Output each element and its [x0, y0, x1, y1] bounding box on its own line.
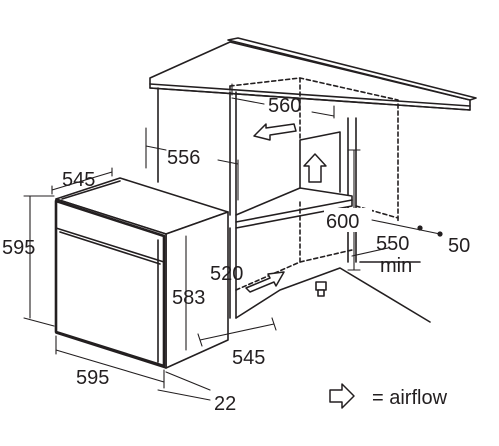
dim-583: 583 [172, 235, 205, 351]
dim-label-595-height: 595 [2, 237, 35, 259]
airflow-arrow-bottom [245, 271, 285, 293]
dim-label-600: 600 [326, 211, 359, 233]
legend-label: = airflow [372, 387, 448, 409]
dim-label-556: 556 [167, 147, 200, 169]
dim-560: 560 [231, 83, 335, 119]
dim-550-50: 550 min 50 [351, 219, 470, 277]
legend: = airflow [329, 383, 448, 409]
airflow-arrow-up [303, 153, 327, 183]
dim-label-545-top: 545 [62, 169, 95, 191]
oven [54, 177, 229, 369]
dim-label-560: 560 [268, 95, 301, 117]
dim-545-top: 545 [51, 167, 113, 195]
dim-label-min: min [380, 255, 412, 277]
dim-545-bottom: 545 [197, 317, 277, 369]
dim-22: 22 [157, 371, 236, 415]
dim-600: 600 [324, 149, 372, 271]
dim-label-550: 550 [376, 233, 409, 255]
dim-595-height: 595 [2, 195, 55, 327]
dim-556: 556 [145, 127, 239, 201]
dim-label-545-bottom: 545 [232, 347, 265, 369]
niche-outline [229, 77, 399, 291]
dim-label-50: 50 [448, 235, 470, 257]
dim-label-595-width: 595 [76, 367, 109, 389]
dim-label-520: 520 [210, 263, 243, 285]
cabinet-frame [157, 87, 431, 323]
airflow-legend-icon [329, 383, 355, 409]
dim-520: 520 [210, 263, 243, 285]
dim-label-583: 583 [172, 287, 205, 309]
worktop [149, 37, 477, 111]
drain-fitting [315, 281, 327, 297]
airflow-arrow-top [253, 123, 297, 141]
dim-595-width: 595 [55, 335, 165, 389]
dim-label-22: 22 [214, 393, 236, 415]
